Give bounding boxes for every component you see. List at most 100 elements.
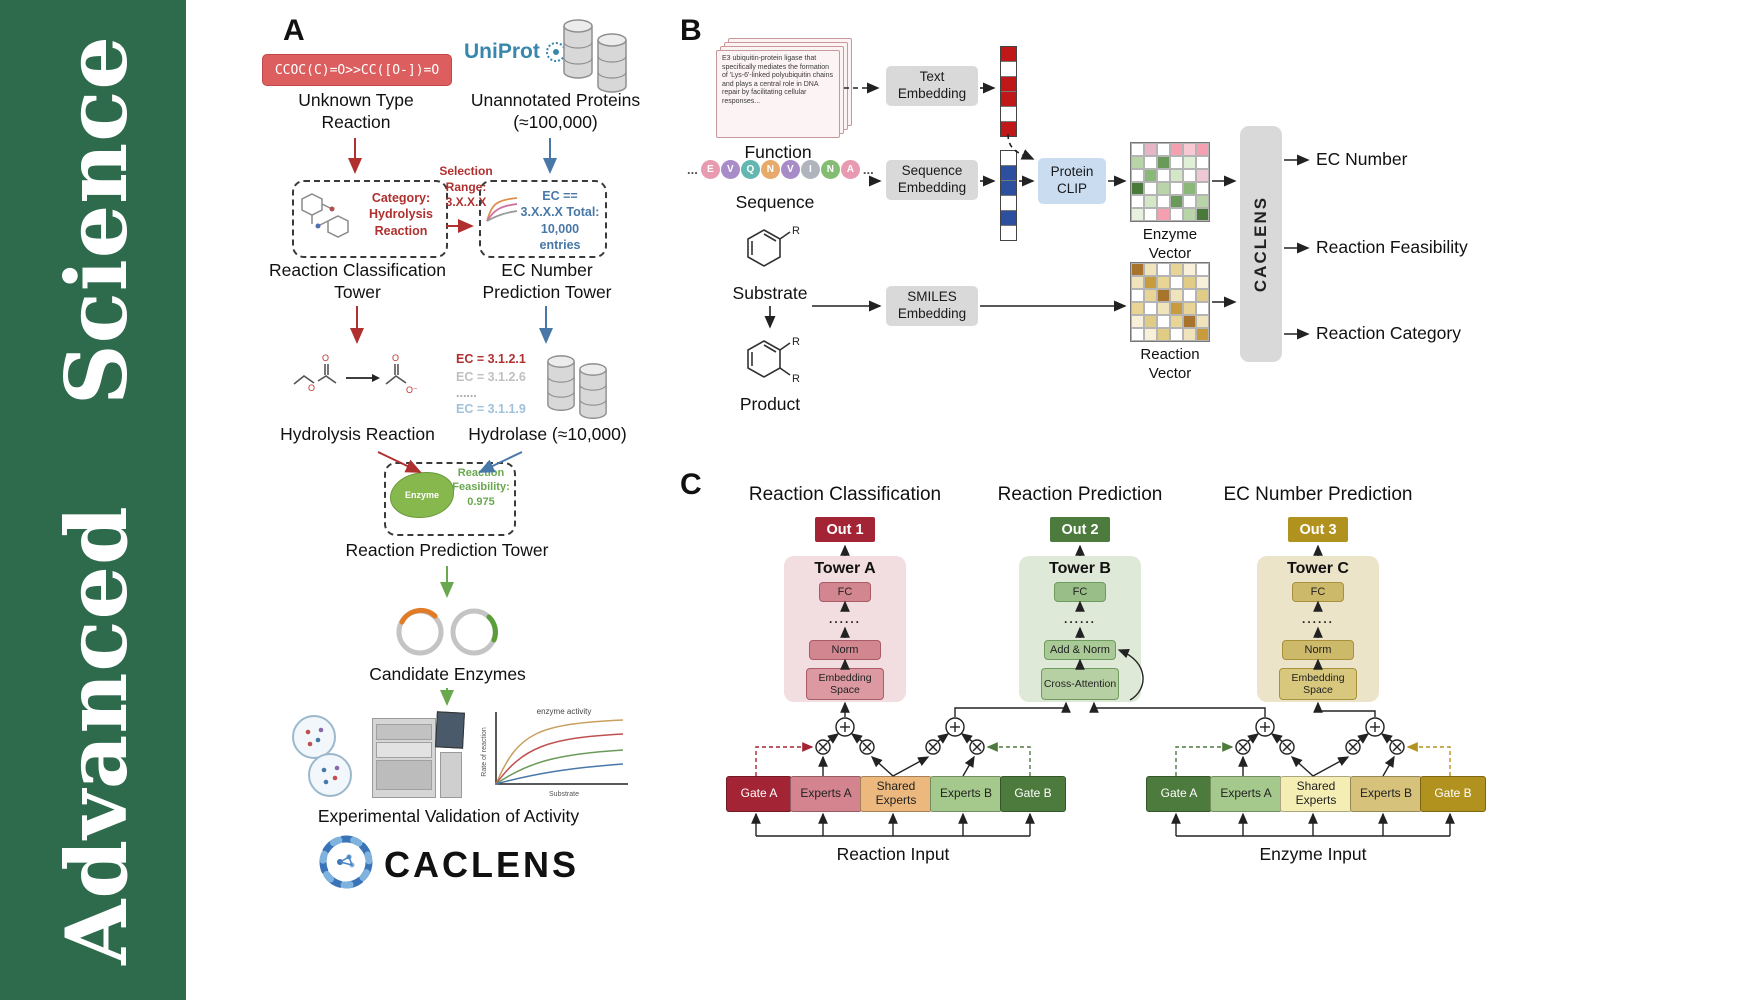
product-label: Product xyxy=(739,394,801,414)
ec-number-item: EC = 3.1.2.1 xyxy=(456,352,526,366)
atom-o-minus: O⁻ xyxy=(406,385,418,395)
enzyme-vector-label: Enzyme Vector xyxy=(1142,226,1198,262)
column-title-reaction-prediction: Reaction Prediction xyxy=(997,484,1163,505)
tower-a-fc: FC xyxy=(819,582,871,602)
candidate-enzymes-label: Candidate Enzymes xyxy=(369,664,526,684)
uniprot-logo: UniProt xyxy=(464,40,540,63)
ec-number-item: EC = 3.1.2.6 xyxy=(456,370,526,384)
hydrolysis-molecules: O O O O⁻ xyxy=(293,353,418,395)
ec-number-item: EC = 3.1.1.9 xyxy=(456,402,526,416)
reaction-input-label: Reaction Input xyxy=(836,844,950,864)
output-reaction-feasibility: Reaction Feasibility xyxy=(1316,237,1468,257)
tower-a: Tower A FC ...... Norm Embedding Space xyxy=(784,556,906,702)
tower-c-embedding: Embedding Space xyxy=(1279,668,1357,700)
tower-b: Tower B FC ...... Add & Norm Cross-Atten… xyxy=(1019,556,1141,702)
gate-b-enzyme: Gate B xyxy=(1420,776,1486,812)
text-embedding-box: Text Embedding xyxy=(886,66,978,106)
gate-a-reaction: Gate A xyxy=(726,776,792,812)
reaction-category-box xyxy=(292,180,448,258)
activity-plot: enzyme activity Substrate Rate of reacti… xyxy=(481,707,628,798)
sample-plate-icons xyxy=(292,715,352,797)
tower-a-embedding: Embedding Space xyxy=(806,668,884,700)
protein-clip-box: Protein CLIP xyxy=(1038,158,1106,204)
caclens-module-label: CACLENS xyxy=(1251,195,1270,293)
curves-icon xyxy=(486,197,518,222)
sequence-label: Sequence xyxy=(735,192,815,212)
sequence-ellipsis: ... xyxy=(687,162,698,177)
experts-a-enzyme: Experts A xyxy=(1210,776,1282,812)
journal-sidebar: Advanced Science xyxy=(0,0,186,1000)
column-title-reaction-classification: Reaction Classification xyxy=(748,484,942,505)
substrate-label: Substrate xyxy=(732,283,808,303)
plot-xlabel: Substrate xyxy=(549,791,579,798)
plot-ylabel: Rate of reaction xyxy=(481,727,488,777)
product-molecule: R R xyxy=(747,336,800,385)
r-group-label: R xyxy=(792,336,800,348)
r-group-label: R xyxy=(792,373,800,385)
feasibility-box xyxy=(384,462,516,536)
smiles-reaction-box: CCOC(C)=O>>CC([O-])=O xyxy=(262,54,452,86)
unknown-reaction-label: Unknown Type Reaction xyxy=(298,90,414,132)
ec-filter-box xyxy=(479,180,607,258)
tower-c-dots: ...... xyxy=(1301,612,1334,626)
ec-filter-note: EC == 3.X.X.X Total: 10,000 entries xyxy=(520,189,600,252)
column-title-ec-number-prediction: EC Number Prediction xyxy=(1223,484,1413,505)
experts-b-enzyme: Experts B xyxy=(1350,776,1422,812)
function-card-stack: E3 ubiquitin-protein ligase that specifi… xyxy=(716,38,852,140)
shared-experts-reaction: Shared Experts xyxy=(860,776,932,812)
database-icon xyxy=(597,33,627,93)
tower-c: Tower C FC ...... Norm Embedding Space xyxy=(1257,556,1379,702)
tower-b-cross-attention: Cross-Attention xyxy=(1041,668,1119,700)
ec-tower-label: EC Number Prediction Tower xyxy=(482,260,612,302)
r-group-label: R xyxy=(792,225,800,237)
hplc-instrument xyxy=(372,711,465,798)
experts-a-reaction: Experts A xyxy=(790,776,862,812)
journal-name: Advanced Science xyxy=(46,35,146,965)
tower-a-title: Tower A xyxy=(814,560,876,577)
caclens-module-box: CACLENS xyxy=(1240,126,1282,362)
sequence-embedding-vector xyxy=(1000,150,1017,241)
hydrolase-label: Hydrolase (≈10,000) xyxy=(468,424,627,444)
atom-o: O xyxy=(308,383,315,393)
tower-a-dots: ...... xyxy=(828,612,861,626)
selection-range-note: Selection Range: 3.X.X.X xyxy=(439,164,493,210)
enzyme-blob: Enzyme xyxy=(390,472,454,518)
tower-b-dots: ...... xyxy=(1063,612,1096,626)
database-icon xyxy=(563,19,593,79)
out3-box: Out 3 xyxy=(1288,517,1348,542)
tower-b-fc: FC xyxy=(1054,582,1106,602)
reaction-vector-grid xyxy=(1130,262,1210,342)
atom-o: O xyxy=(392,353,399,363)
function-card-text: E3 ubiquitin-protein ligase that specifi… xyxy=(722,55,833,105)
out1-box: Out 1 xyxy=(815,517,875,542)
classification-tower-label: Reaction Classification Tower xyxy=(268,260,447,302)
feasibility-note: Reaction Feasibility: 0.975 xyxy=(452,467,510,508)
molecule-doodle-icon xyxy=(301,193,349,238)
tower-c-norm: Norm xyxy=(1282,640,1354,660)
function-label: Function xyxy=(744,142,812,162)
enzyme-input-label: Enzyme Input xyxy=(1259,844,1367,864)
text-embedding-vector xyxy=(1000,46,1017,137)
ec-number-item: ...... xyxy=(456,386,477,400)
panel-b-label: B xyxy=(680,14,702,47)
gate-a-enzyme: Gate A xyxy=(1146,776,1212,812)
tower-b-add-norm: Add & Norm xyxy=(1044,640,1116,660)
database-icon xyxy=(579,363,607,419)
tower-c-fc: FC xyxy=(1292,582,1344,602)
smiles-embedding-box: SMILES Embedding xyxy=(886,286,978,326)
sequence-ellipsis: ... xyxy=(862,162,874,177)
tower-c-title: Tower C xyxy=(1287,560,1349,577)
caclens-logo-icon xyxy=(319,835,373,889)
unannotated-proteins-label: Unannotated Proteins (≈100,000) xyxy=(470,90,641,132)
gate-b-reaction: Gate B xyxy=(1000,776,1066,812)
tower-b-title: Tower B xyxy=(1049,560,1111,577)
enzyme-vector-grid xyxy=(1130,142,1210,222)
tower-a-norm: Norm xyxy=(809,640,881,660)
atom-o: O xyxy=(322,353,329,363)
category-note: Category: Hydrolysis Reaction xyxy=(369,191,433,238)
plasmid-icons xyxy=(396,607,498,656)
out2-box: Out 2 xyxy=(1050,517,1110,542)
plot-title: enzyme activity xyxy=(537,707,592,716)
